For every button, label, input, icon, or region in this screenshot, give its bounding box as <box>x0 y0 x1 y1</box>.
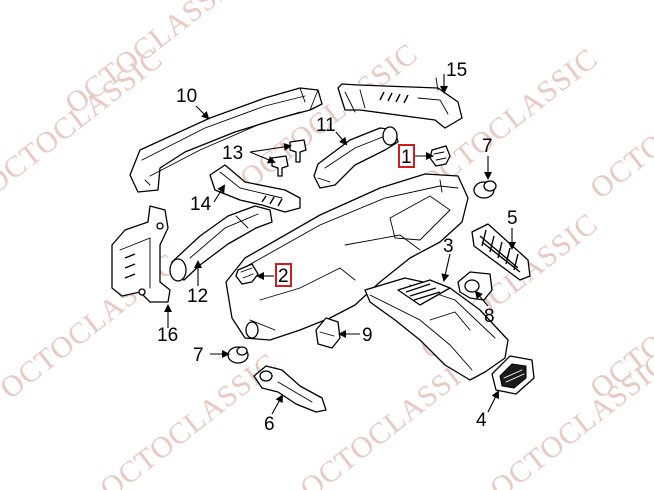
callout-5-label[interactable]: 5 <box>507 208 518 229</box>
part-6-bracket <box>253 365 327 413</box>
part-4-vent <box>491 355 535 395</box>
callout-4-label[interactable]: 4 <box>476 410 487 431</box>
part-11-duct <box>313 126 399 189</box>
callout-15-label[interactable]: 15 <box>446 60 467 81</box>
part-10-duct <box>129 87 323 193</box>
callout-7-label-lower[interactable]: 7 <box>193 345 204 366</box>
callout-9-label[interactable]: 9 <box>362 325 373 346</box>
callout-6-label[interactable]: 6 <box>264 414 275 435</box>
part-16-bracket <box>111 205 171 303</box>
callout-2-label[interactable]: 2 <box>278 266 289 287</box>
part-1-clip <box>429 145 451 167</box>
callout-16-label[interactable]: 16 <box>157 325 178 346</box>
callout-2-highlight <box>275 263 292 287</box>
callout-8-label[interactable]: 8 <box>484 306 495 327</box>
part-7-knob-upper <box>473 180 497 199</box>
callout-3-label[interactable]: 3 <box>443 236 454 257</box>
part-15-duct <box>337 77 463 129</box>
callout-10-label[interactable]: 10 <box>176 86 197 107</box>
part-13-clips <box>271 139 307 177</box>
part-3-console <box>364 277 509 381</box>
callout-1-highlight <box>398 144 415 168</box>
callout-7-label-upper[interactable]: 7 <box>482 136 493 157</box>
watermark-text: OCTOCLASSIC <box>94 347 284 490</box>
part-5-vent <box>471 223 531 281</box>
part-2-clip <box>235 263 259 285</box>
callout-14-label[interactable]: 14 <box>190 194 212 215</box>
callout-12-label[interactable]: 12 <box>187 286 208 307</box>
dashboard-panel <box>225 173 469 341</box>
part-9-trim <box>315 317 341 349</box>
callout-labels: 1 2 3 4 5 6 7 7 8 9 10 11 12 13 14 15 16 <box>157 60 518 435</box>
callout-1-label[interactable]: 1 <box>401 147 412 168</box>
leader-lines <box>164 74 516 415</box>
callout-11-label[interactable]: 11 <box>316 115 336 136</box>
watermark-text: OCTOCLASSIC <box>59 0 249 121</box>
part-8-vent-bezel <box>457 271 493 301</box>
part-14-duct <box>209 164 301 213</box>
callout-13-label[interactable]: 13 <box>222 143 243 164</box>
part-7-knob-lower <box>227 346 249 364</box>
